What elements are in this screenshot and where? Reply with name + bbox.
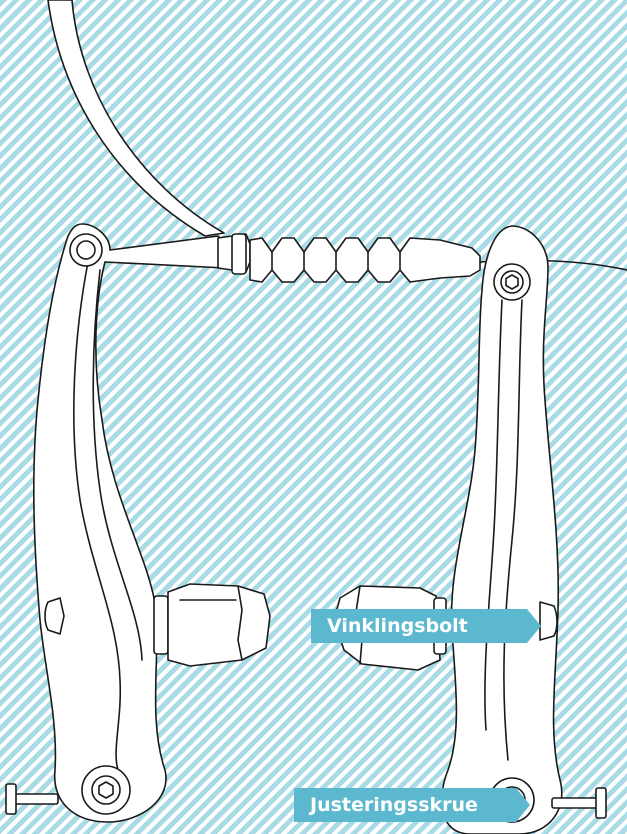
right-adjusting-screw-head xyxy=(596,788,606,818)
left-pad-spacer xyxy=(45,598,64,634)
left-adjusting-screw-head xyxy=(6,784,16,814)
angle-bolt-label: Vinklingsbolt xyxy=(311,609,541,643)
angle-bolt-label-text: Vinklingsbolt xyxy=(311,609,541,643)
left-brake-arm xyxy=(34,224,230,822)
cable-housing xyxy=(48,0,224,236)
right-adjusting-screw xyxy=(552,798,598,808)
left-pad-washer xyxy=(154,596,168,654)
rubber-boot xyxy=(250,238,480,282)
noodle-collar xyxy=(232,234,246,274)
right-pad-spacer xyxy=(540,602,557,640)
left-brake-pad xyxy=(168,584,270,666)
hex-socket-icon xyxy=(99,782,113,798)
adjust-screw-label-text: Justeringsskrue xyxy=(294,788,530,822)
adjust-screw-label: Justeringsskrue xyxy=(294,788,530,822)
hex-socket-icon xyxy=(506,275,518,289)
left-adjusting-screw xyxy=(14,794,58,804)
left-pivot-eye xyxy=(77,241,95,259)
